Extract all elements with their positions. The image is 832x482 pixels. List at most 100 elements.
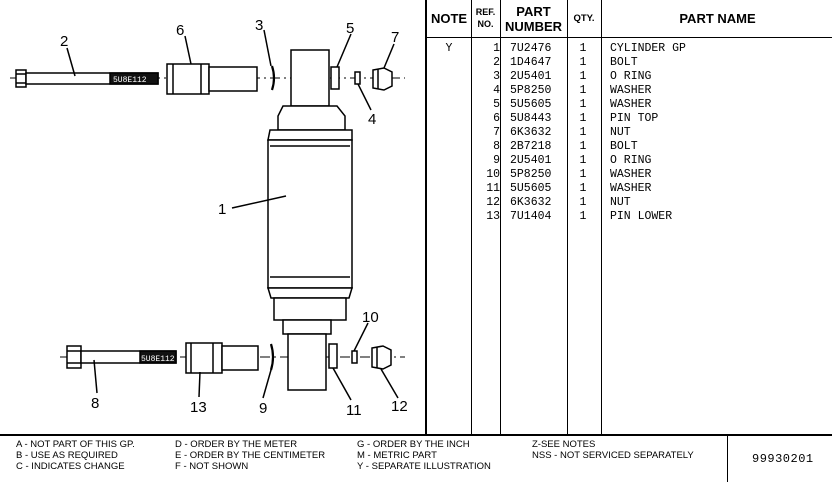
cell-part-name: WASHER	[610, 182, 652, 195]
header-note: NOTE	[430, 11, 468, 26]
header-part-line2: NUMBER	[504, 18, 563, 34]
callout-13: 13	[190, 399, 207, 416]
callout-7: 7	[391, 29, 399, 46]
header-qty: QTY.	[573, 12, 595, 24]
cell-part-number: 2U5401	[510, 154, 552, 167]
legend-entry: M - METRIC PART	[357, 450, 437, 461]
legend-footer: A - NOT PART OF THIS GP. B - USE AS REQU…	[0, 434, 832, 482]
table-row: 8 2B7218 1 BOLT	[427, 140, 832, 154]
cell-part-name: O RING	[610, 70, 652, 83]
header-part-number: PART NUMBER	[500, 0, 567, 37]
cell-qty: 1	[579, 56, 587, 69]
legend-entry: G - ORDER BY THE INCH	[357, 439, 470, 450]
legend-entry: E - ORDER BY THE CENTIMETER	[175, 450, 326, 461]
callout-5: 5	[346, 20, 354, 37]
col-divider	[601, 0, 602, 435]
cell-part-name: NUT	[610, 126, 631, 139]
callout-6: 6	[176, 22, 184, 39]
legend-entry: Y - SEPARATE ILLUSTRATION	[357, 461, 491, 472]
cell-qty: 1	[579, 70, 587, 83]
cell-ref: 2	[493, 56, 500, 69]
cell-qty: 1	[579, 140, 587, 153]
legend-entry: NSS - NOT SERVICED SEPARATELY	[532, 450, 694, 461]
cell-part-name: NUT	[610, 196, 631, 209]
cell-part-name: BOLT	[610, 140, 638, 153]
header-ref-no: REF. NO.	[471, 0, 500, 37]
cell-part-number: 5P8250	[510, 168, 552, 181]
legend-entry: D - ORDER BY THE METER	[175, 439, 298, 450]
cell-part-name: WASHER	[610, 84, 652, 97]
legend-entry: Z-SEE NOTES	[532, 439, 596, 450]
cell-qty: 1	[579, 210, 587, 223]
pin-top	[166, 63, 258, 95]
callout-12: 12	[391, 398, 408, 415]
cell-part-number: 5P8250	[510, 84, 552, 97]
cell-part-name: CYLINDER GP	[610, 42, 686, 55]
table-row: 9 2U5401 1 O RING	[427, 154, 832, 168]
cell-ref: 6	[493, 112, 500, 125]
illustration-number: 99930201	[752, 452, 814, 466]
header-ref-line2: NO.	[477, 19, 494, 29]
cell-part-number: 2B7218	[510, 140, 552, 153]
header-part-line1: PART	[516, 3, 551, 19]
cell-part-number: 6K3632	[510, 126, 552, 139]
callout-3: 3	[255, 17, 263, 34]
table-row: 7 6K3632 1 NUT	[427, 126, 832, 140]
bolt-stamp-lower: 5U8E112	[141, 355, 175, 364]
bolt-stamp-upper: 5U8E112	[113, 76, 147, 85]
cell-part-name: PIN TOP	[610, 112, 659, 125]
header-rule	[427, 37, 832, 38]
pin-lower	[185, 342, 259, 374]
cell-part-name: O RING	[610, 154, 652, 167]
cell-qty: 1	[579, 168, 587, 181]
cell-part-name: BOLT	[610, 56, 638, 69]
cell-part-number: 6K3632	[510, 196, 552, 209]
cell-ref: 5	[493, 98, 500, 111]
col-divider	[567, 0, 568, 435]
callout-9: 9	[259, 400, 267, 417]
cell-part-number: 7U2476	[510, 42, 552, 55]
legend-column-1: A - NOT PART OF THIS GP. B - USE AS REQU…	[16, 439, 135, 472]
callout-1: 1	[218, 201, 226, 218]
callout-8: 8	[91, 395, 99, 412]
parts-table: NOTE REF. NO. PART NUMBER QTY. PART NAME…	[425, 0, 832, 435]
cell-qty: 1	[579, 182, 587, 195]
cell-qty: 1	[579, 98, 587, 111]
cell-ref: 11	[486, 182, 500, 195]
cell-qty: 1	[579, 112, 587, 125]
legend-entry: B - USE AS REQUIRED	[16, 450, 118, 461]
cell-ref: 8	[493, 140, 500, 153]
legend-column-3: G - ORDER BY THE INCH M - METRIC PART Y …	[357, 439, 491, 472]
callout-10: 10	[362, 309, 379, 326]
cell-part-number: 2U5401	[510, 70, 552, 83]
cell-part-name: WASHER	[610, 168, 652, 181]
cell-part-name: PIN LOWER	[610, 210, 673, 223]
header-ref-line1: REF.	[475, 7, 496, 17]
legend-entry: F - NOT SHOWN	[175, 461, 249, 472]
legend-divider	[727, 436, 728, 482]
cell-ref: 13	[486, 210, 500, 223]
cell-ref: 7	[493, 126, 500, 139]
cell-qty: 1	[579, 196, 587, 209]
callout-4: 4	[368, 111, 376, 128]
cell-ref: 9	[493, 154, 500, 167]
legend-entry: C - INDICATES CHANGE	[16, 461, 125, 472]
cell-part-number: 5U5605	[510, 98, 552, 111]
cell-note: Y	[445, 42, 453, 55]
bolt-lower	[66, 345, 177, 369]
cell-qty: 1	[579, 126, 587, 139]
legend-column-4: Z-SEE NOTES NSS - NOT SERVICED SEPARATEL…	[532, 439, 694, 461]
cell-qty: 1	[579, 154, 587, 167]
callout-11: 11	[346, 402, 362, 419]
col-divider	[471, 0, 472, 435]
cell-qty: 1	[579, 42, 587, 55]
